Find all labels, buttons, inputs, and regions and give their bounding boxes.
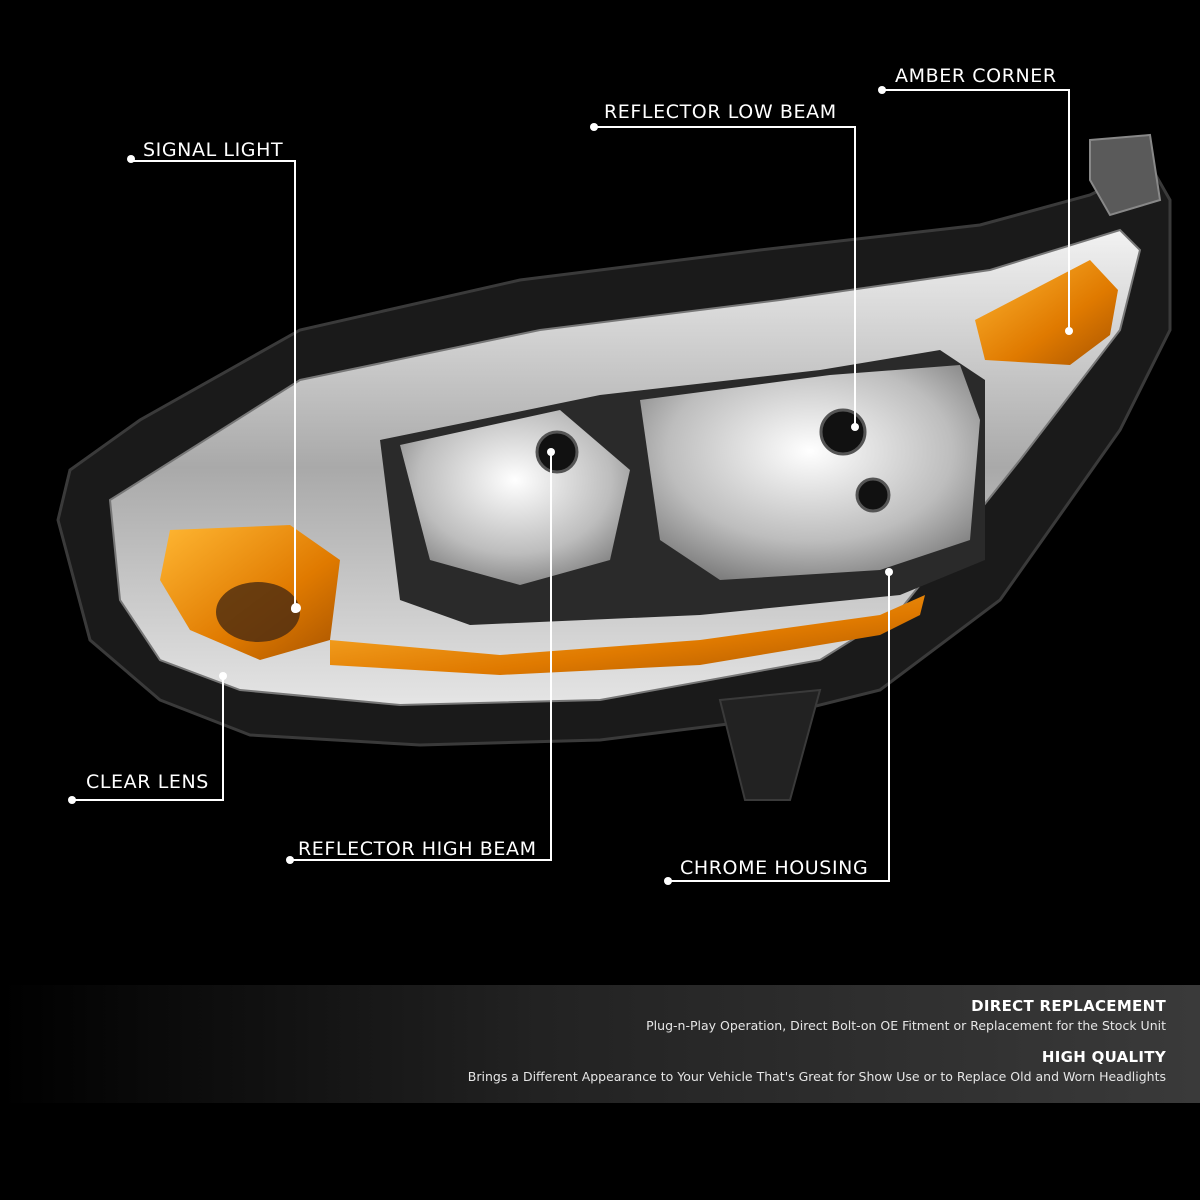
chrome-housing-line-h	[668, 880, 890, 882]
reflector-high-beam-line-v	[550, 452, 552, 861]
clear-lens-line-v	[222, 676, 224, 801]
amber-corner-line-h	[882, 89, 1070, 91]
reflector-high-beam-line-h	[290, 859, 552, 861]
signal-light-end-dot	[291, 605, 299, 613]
high-beam-bulb	[535, 430, 579, 474]
reflector-high-beam-end-dot	[547, 448, 555, 456]
signal-light-dot	[127, 155, 135, 163]
reflector-low-beam-line-h	[594, 126, 856, 128]
amber-corner-label: AMBER CORNER	[895, 65, 1057, 87]
clear-lens-line-h	[72, 799, 224, 801]
top-connector	[1089, 133, 1162, 217]
amber-strip	[330, 595, 925, 675]
chrome-housing-label: CHROME HOUSING	[680, 857, 869, 879]
aux-bulb	[855, 477, 891, 513]
clear-lens-label: CLEAR LENS	[86, 771, 209, 793]
amber-corner-end-dot	[1065, 327, 1073, 335]
feature-title-direct-replacement: DIRECT REPLACEMENT	[971, 997, 1166, 1015]
clear-lens-end-dot	[219, 672, 227, 680]
amber-corner-lens	[975, 260, 1118, 365]
feature-desc-direct-replacement: Plug-n-Play Operation, Direct Bolt-on OE…	[646, 1018, 1166, 1033]
mounting-tab	[718, 688, 822, 801]
reflector-low-beam-line-v	[854, 126, 856, 426]
feature-panel: DIRECT REPLACEMENT Plug-n-Play Operation…	[0, 985, 1200, 1103]
low-beam-reflector	[640, 365, 980, 580]
amber-corner-line-v	[1068, 89, 1070, 332]
reflector-high-beam-label: REFLECTOR HIGH BEAM	[298, 838, 537, 860]
feature-desc-high-quality: Brings a Different Appearance to Your Ve…	[467, 1069, 1166, 1084]
reflector-low-beam-end-dot	[851, 423, 859, 431]
chrome-housing-end-dot	[885, 568, 893, 576]
feature-title-high-quality: HIGH QUALITY	[1041, 1048, 1166, 1066]
signal-light-line-h	[131, 160, 296, 162]
reflector-low-beam-label: REFLECTOR LOW BEAM	[604, 101, 837, 123]
signal-light-line-v	[294, 160, 296, 610]
chrome-housing-line-v	[888, 572, 890, 882]
low-beam-bulb	[819, 408, 867, 456]
signal-light-label: SIGNAL LIGHT	[143, 139, 284, 161]
